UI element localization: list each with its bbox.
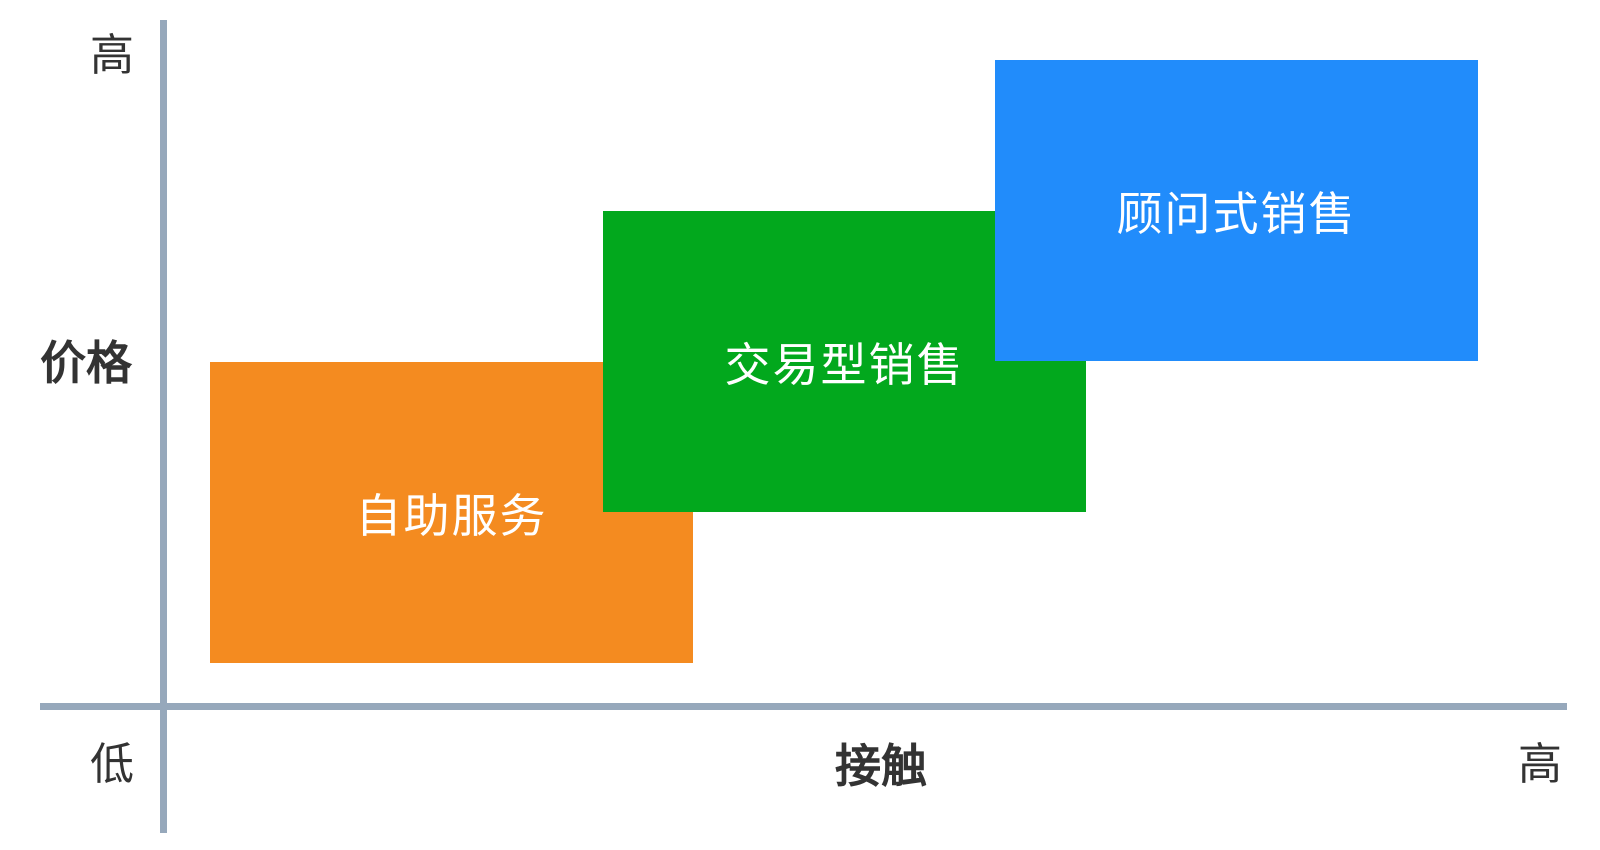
y-axis-line (160, 20, 167, 833)
x-axis-line (40, 703, 1567, 710)
block-consultative-sales: 顾问式销售 (995, 60, 1478, 361)
y-axis-title: 价格 (40, 336, 132, 390)
x-axis-high-label: 高 (1518, 739, 1562, 790)
x-axis-title: 接触 (835, 739, 927, 793)
x-axis-low-label: 低 (90, 739, 134, 790)
y-axis-high-label: 高 (90, 30, 134, 81)
